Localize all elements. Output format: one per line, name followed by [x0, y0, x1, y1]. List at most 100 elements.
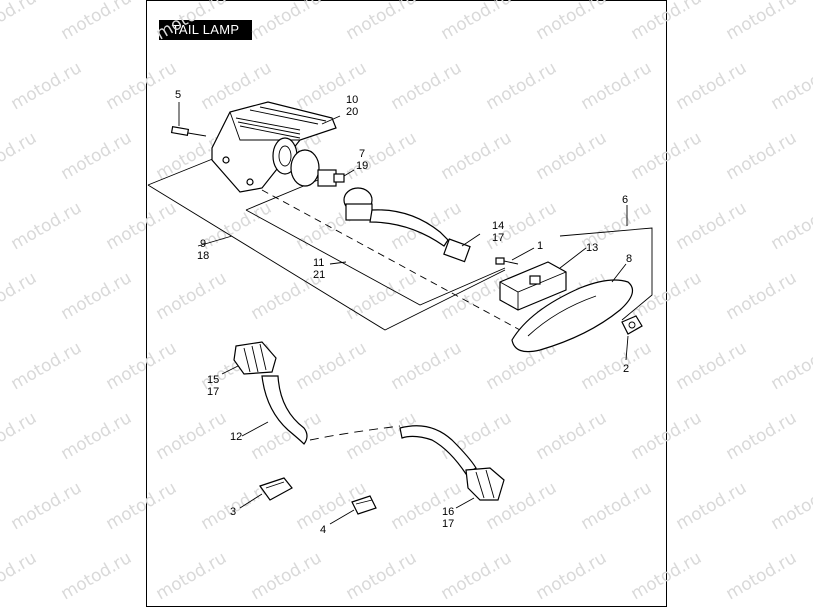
watermark-text: motod.ru [438, 0, 516, 44]
watermark-text: motod.ru [533, 408, 611, 464]
callout-labels: 5 10 20 7 19 9 18 11 21 14 17 1 13 6 8 2… [175, 89, 632, 536]
watermark-text: motod.ru [153, 0, 231, 44]
watermark-text: motod.ru [578, 478, 656, 534]
watermark-text: motod.ru [0, 268, 40, 324]
callout-1: 1 [537, 240, 543, 252]
watermark-text: motod.ru [0, 548, 40, 604]
screw-part-1 [495, 257, 519, 265]
watermark-text: motod.ru [723, 408, 801, 464]
callout-7-line-2: 19 [356, 160, 368, 172]
callout-10-line-1: 10 [346, 94, 358, 106]
callout-5-line-1: 5 [175, 89, 181, 101]
terminal-part-3 [259, 477, 293, 501]
watermark-text: motod.ru [8, 58, 86, 114]
watermark-text: motod.ru [153, 408, 231, 464]
watermark-text: motod.ru [388, 338, 466, 394]
watermark-text: motod.ru [628, 268, 706, 324]
watermark-text: motod.ru [628, 0, 706, 44]
watermark-text: motod.ru [58, 548, 136, 604]
watermark-text: motod.ru [673, 478, 751, 534]
watermark-text: motod.ru [438, 128, 516, 184]
connector-harness-part-16 [399, 425, 505, 501]
watermark-text: motod.ru [8, 198, 86, 254]
watermark-text: motod.ru [723, 268, 801, 324]
watermark-text: motod.ru [293, 338, 371, 394]
watermark-text: motod.ru [0, 408, 40, 464]
callout-12: 12 [230, 431, 242, 443]
watermark-text: motod.ru [153, 268, 231, 324]
watermark-text: motod.ru [578, 338, 656, 394]
watermark-text: motod.ru [248, 548, 326, 604]
watermark-text: motod.ru [293, 58, 371, 114]
watermark-text: motod.ru [58, 268, 136, 324]
socket-harness-part-14 [343, 187, 471, 263]
callout-8: 8 [626, 253, 632, 265]
watermark-text: motod.ru [103, 478, 181, 534]
watermark-text: motod.ru [198, 198, 276, 254]
callout-4: 4 [320, 524, 326, 536]
watermark-text: motod.ru [628, 128, 706, 184]
watermark-text: motod.ru [248, 0, 326, 44]
watermark-text: motod.ru [0, 128, 40, 184]
bulb-part-7 [290, 149, 345, 187]
watermark-text: motod.ru [578, 58, 656, 114]
callout-10-line-2: 20 [346, 106, 358, 118]
watermark-text: motod.ru [103, 338, 181, 394]
watermark-text: motod.ru [153, 548, 231, 604]
watermark-text: motod.ru [343, 548, 421, 604]
watermark-text: motod.ru [388, 58, 466, 114]
watermark-text: motod.ru [673, 58, 751, 114]
leader-lines [178, 102, 629, 525]
callout-2: 2 [623, 363, 629, 375]
watermark-text: motod.ru [0, 0, 40, 44]
watermark-text: motod.ru [628, 548, 706, 604]
watermark-text: motod.ru [343, 128, 421, 184]
circuit-board-part-13 [499, 261, 567, 311]
watermark-text: motod.ru [768, 338, 813, 394]
callout-11-line-1: 11 [313, 257, 324, 269]
callout-15-line-1: 15 [207, 374, 219, 386]
callout-11-line-2: 21 [313, 269, 325, 281]
lamp-housing [211, 101, 337, 193]
callout-9-line-1: 9 [200, 238, 206, 250]
watermark-text: motod.ru [438, 408, 516, 464]
callout-9-line-2: 18 [197, 250, 209, 262]
watermark-text: motod.ru [768, 478, 813, 534]
screw-part-5 [170, 125, 207, 137]
callout-14-line-1: 14 [492, 220, 504, 232]
watermark-text: motod.ru [103, 198, 181, 254]
callout-3: 3 [230, 506, 236, 518]
callout-6: 6 [622, 194, 628, 206]
watermark-text: motod.ru [673, 338, 751, 394]
watermark-text: motod.ru [58, 408, 136, 464]
watermark-text: motod.ru [343, 0, 421, 44]
clip-part-2 [621, 315, 643, 335]
watermark-text: motod.ru [533, 128, 611, 184]
callout-7-line-1: 7 [359, 148, 365, 160]
watermark-text: motod.ru [723, 0, 801, 44]
watermark-text: motod.ru [533, 0, 611, 44]
diagram-title: TAIL LAMP [159, 20, 252, 40]
callout-15-line-2: 17 [207, 386, 219, 398]
watermark-text: motod.ru [768, 198, 813, 254]
watermark-text: motod.ru [8, 338, 86, 394]
callout-16-line-1: 16 [442, 506, 454, 518]
watermark-text: motod.ru [343, 268, 421, 324]
watermark-text: motod.ru [673, 198, 751, 254]
dashed-hidden-lines [261, 189, 521, 441]
watermark-text: motod.ru [103, 58, 181, 114]
terminal-part-4 [351, 495, 377, 515]
watermark-text: motod.ru [58, 128, 136, 184]
watermark-text: motod.ru [628, 408, 706, 464]
watermark-text: motod.ru [438, 548, 516, 604]
assembly-outlines [147, 157, 653, 331]
watermark-text: motod.ru [723, 128, 801, 184]
watermark-text: motod.ru [58, 0, 136, 44]
watermark-text: motod.ru [533, 548, 611, 604]
callout-13: 13 [586, 242, 598, 254]
watermark-text: motod.ru [8, 478, 86, 534]
watermark-text: motod.ru [768, 58, 813, 114]
watermark-text: motod.ru [483, 58, 561, 114]
